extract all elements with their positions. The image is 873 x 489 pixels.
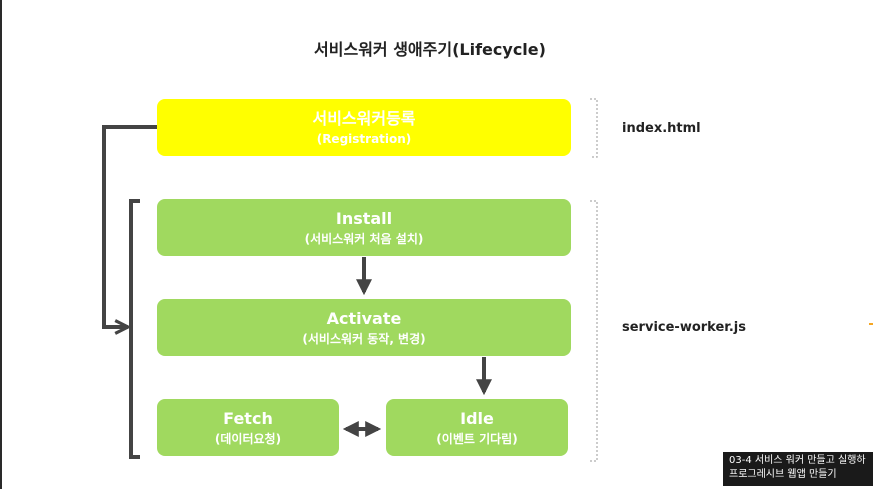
registration-sublabel: (Registration) xyxy=(316,131,412,146)
diagram-title: 서비스워커 생애주기(Lifecycle) xyxy=(314,40,546,59)
fetch-box: Fetch (데이터요청) xyxy=(157,399,339,456)
activate-label: Activate xyxy=(326,308,402,328)
idle-box: Idle (이벤트 기다림) xyxy=(386,399,568,456)
fetch-sublabel: (데이터요청) xyxy=(214,431,282,446)
caption-line-1: 03-4 서비스 워커 만들고 실행하 xyxy=(729,455,866,466)
video-caption: 03-4 서비스 워커 만들고 실행하 프로그레시브 웹앱 만들기 xyxy=(723,452,873,486)
idle-sublabel: (이벤트 기다림) xyxy=(436,431,518,446)
idle-label: Idle xyxy=(460,408,494,428)
install-label: Install xyxy=(335,208,393,228)
fetch-label: Fetch xyxy=(223,408,273,428)
registration-label: 서비스워커등록 xyxy=(312,108,416,128)
registration-box: 서비스워커등록 (Registration) xyxy=(157,99,571,156)
window-left-edge xyxy=(0,0,2,489)
edge-marker xyxy=(869,323,873,325)
install-box: Install (서비스워커 처음 설치) xyxy=(157,199,571,256)
activate-box: Activate (서비스워커 동작, 변경) xyxy=(157,299,571,356)
service-worker-file-label: service-worker.js xyxy=(622,320,746,335)
activate-sublabel: (서비스워커 동작, 변경) xyxy=(302,331,426,346)
index-file-bracket xyxy=(590,98,598,158)
service-worker-file-bracket xyxy=(590,200,598,462)
caption-line-2: 프로그레시브 웹앱 만들기 xyxy=(729,469,837,480)
install-sublabel: (서비스워커 처음 설치) xyxy=(304,231,424,246)
registration-loop-arrow xyxy=(102,125,157,327)
lifecycle-bracket xyxy=(129,199,140,459)
index-file-label: index.html xyxy=(622,121,701,136)
